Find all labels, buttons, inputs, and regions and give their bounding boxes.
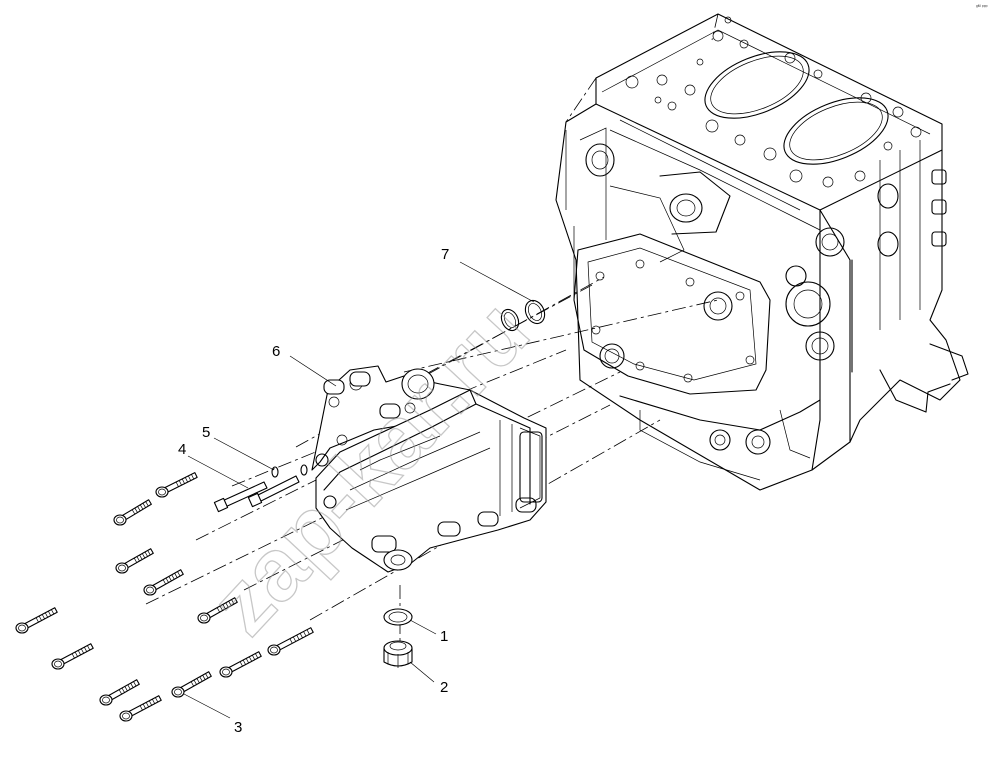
bolts [15,472,314,722]
callout-4: 4 [178,441,186,458]
callout-3: 3 [234,719,242,736]
leader-line-2 [409,661,435,683]
callout-6: 6 [272,343,280,360]
drain-plug [383,640,413,668]
callout-5: 5 [202,424,210,441]
corner-code: ᵍᴹ ᵖᵖᵖ [976,4,988,10]
leader-line-6 [289,355,337,387]
leader-line-5 [213,437,275,471]
bolt [51,643,94,670]
small-seals [271,464,308,478]
leader-line-3 [183,693,231,719]
bolt [155,472,198,498]
bolt [143,569,184,596]
callout-2: 2 [440,679,448,696]
leader-line-4 [187,455,249,489]
bolt [119,695,162,722]
studs [213,475,300,513]
leader-line-1 [409,619,437,635]
callout-labels: 7 6 5 4 1 2 3 [178,246,449,736]
o-rings [500,299,546,332]
leader-line-7 [459,261,535,303]
bolt [113,499,152,526]
bolt [197,597,238,624]
sealing-washer [383,608,413,626]
bolt [171,671,212,698]
engine-block [555,13,969,491]
bolt [99,679,140,706]
oil-cooler [311,365,547,573]
bolt [15,607,58,634]
bolt [219,651,262,678]
bolt [115,548,154,574]
bolt [267,627,314,656]
callout-7: 7 [441,246,449,263]
leader-lines [183,261,535,719]
callout-1: 1 [440,628,448,645]
